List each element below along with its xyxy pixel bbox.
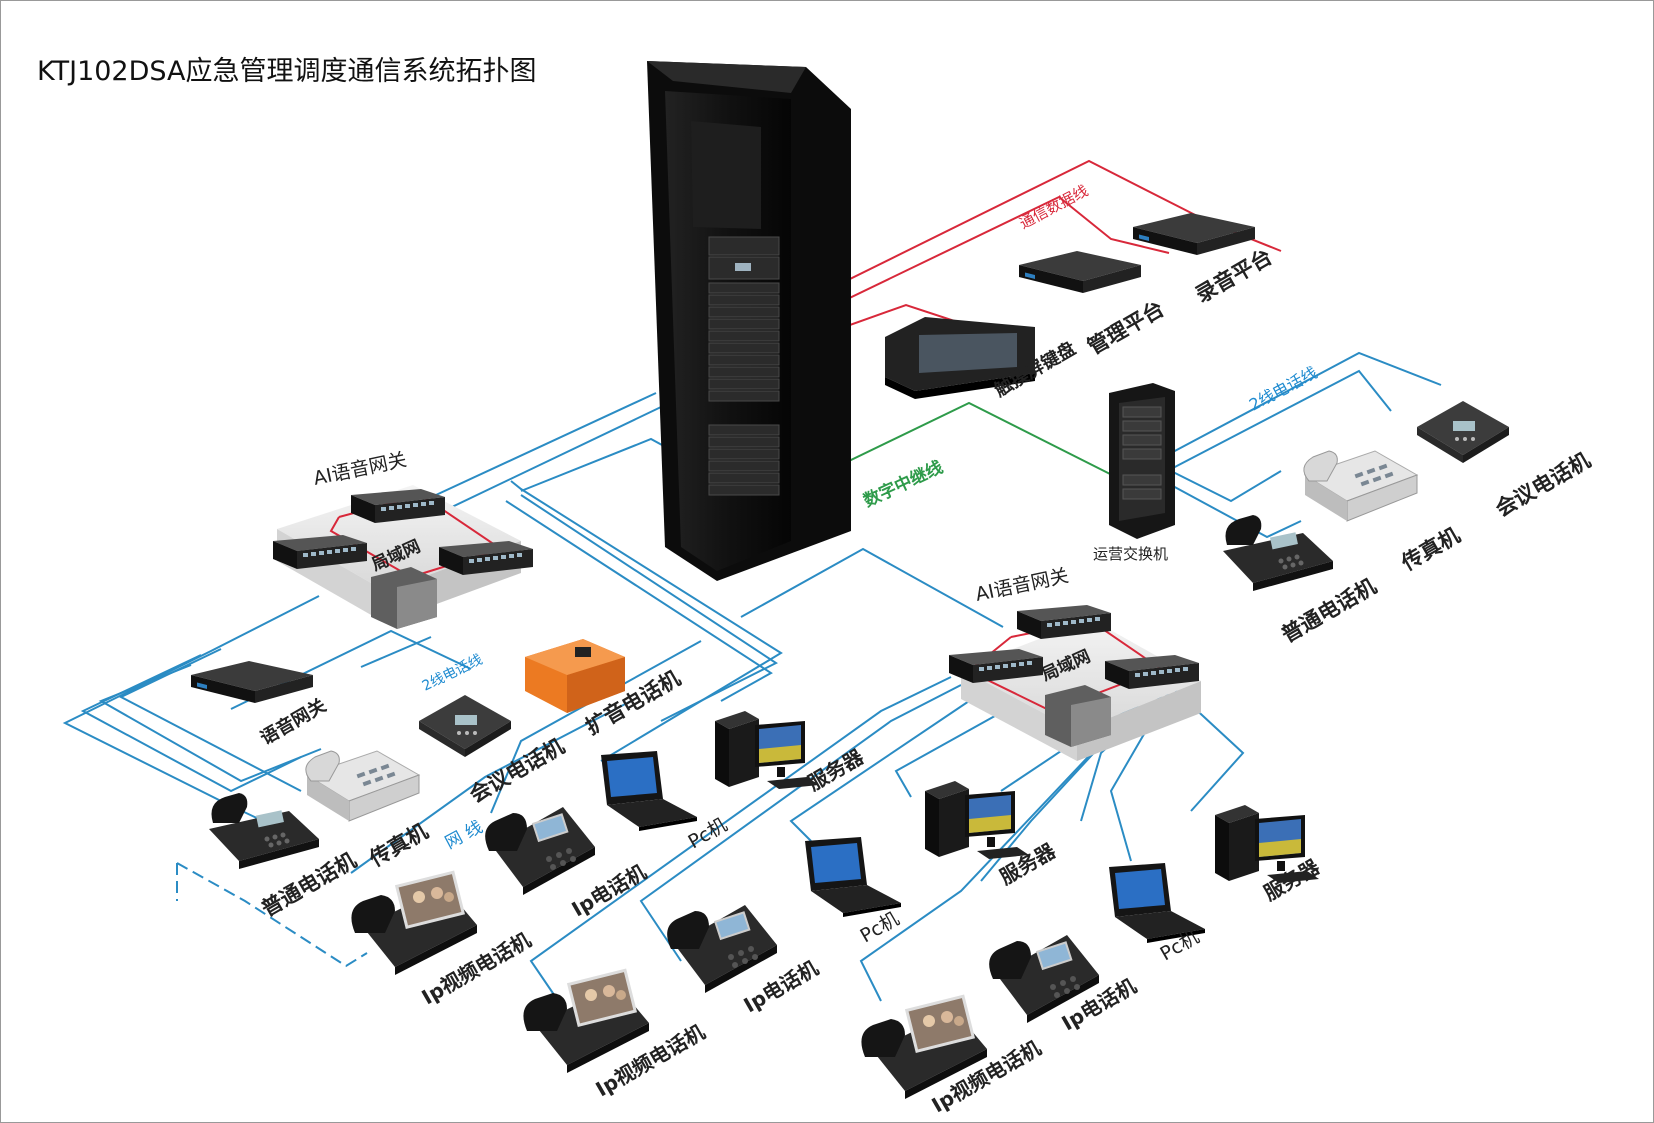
- fax-left-device: [305, 750, 420, 822]
- ai-gateway-left-label: AI语音网关: [311, 449, 408, 490]
- pc-2-label: Pc机: [857, 908, 903, 948]
- recording-platform-label: 录音平台: [1192, 245, 1277, 308]
- pc-1-device: [601, 751, 697, 831]
- conference-phone-right-device: [1417, 401, 1509, 463]
- phone-left-device: [209, 793, 319, 869]
- server-2-device: [925, 781, 1029, 859]
- ip-video-phone-1-device: [349, 870, 479, 977]
- pa-phone-device: [525, 639, 625, 713]
- two-wire-label-left: 2线电话线: [420, 652, 485, 695]
- diagram-title: KTJ102DSA应急管理调度通信系统拓扑图: [37, 56, 537, 87]
- lan-platform-left: [273, 485, 533, 629]
- fax-right-device: [1303, 450, 1418, 522]
- network-cable-label: 网 线: [442, 817, 486, 853]
- fax-right-label: 传真机: [1397, 523, 1464, 576]
- two-wire-label-right: 2线电话线: [1246, 363, 1320, 415]
- voice-gateway-device: [191, 661, 313, 703]
- ai-gateway-right-label: AI语音网关: [973, 565, 1070, 606]
- server-3-label: 服务器: [1260, 854, 1325, 905]
- fax-left-label: 传真机: [365, 819, 432, 872]
- ip-phone-1-device: [484, 806, 596, 896]
- main-cabinet-rack: [647, 61, 851, 581]
- conference-phone-left-device: [419, 695, 511, 757]
- touch-keyboard-device: [885, 317, 1035, 399]
- phone-right-label: 普通电话机: [1278, 574, 1381, 647]
- pc-2-device: [805, 837, 901, 917]
- data-line-label: 通信数据线: [1016, 181, 1091, 232]
- voice-gateway-label: 语音网关: [257, 694, 330, 749]
- phone-right-device: [1223, 515, 1333, 591]
- carrier-switch-device: [1109, 383, 1175, 539]
- conference-phone-right-label: 会议电话机: [1492, 448, 1595, 521]
- server-1-label: 服务器: [804, 744, 869, 795]
- mgmt-platform-label: 管理平台: [1084, 297, 1169, 360]
- carrier-switch-label: 运营交换机: [1093, 545, 1168, 563]
- data-line-cables: [780, 159, 1282, 347]
- ip-phone-2-device: [666, 904, 778, 994]
- ip-phone-1-label: Ip电话机: [568, 860, 651, 922]
- digital-trunk-label: 数字中继线: [860, 457, 946, 512]
- server-1-device: [715, 711, 819, 789]
- management-platform-device: [1019, 251, 1141, 293]
- lan-platform-right: [949, 605, 1201, 761]
